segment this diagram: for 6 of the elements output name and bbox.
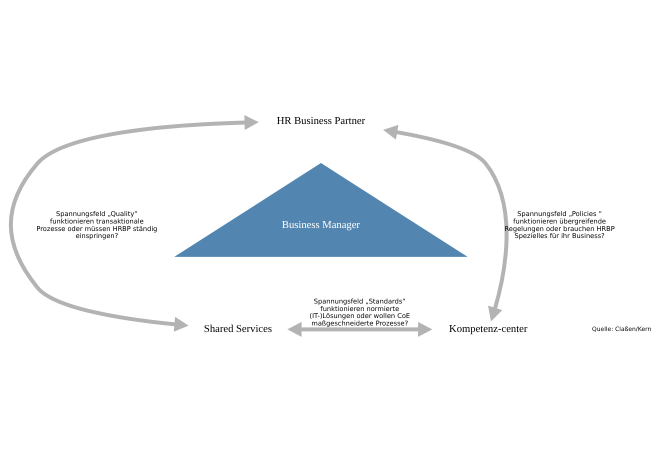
arrow bbox=[8, 114, 259, 332]
node-text: Shared Services bbox=[204, 323, 272, 334]
arrow bbox=[287, 321, 432, 336]
node-text: Kompetenz-center bbox=[449, 323, 528, 334]
arrow bbox=[383, 124, 508, 321]
node-text: HR Business Partner bbox=[276, 116, 366, 127]
